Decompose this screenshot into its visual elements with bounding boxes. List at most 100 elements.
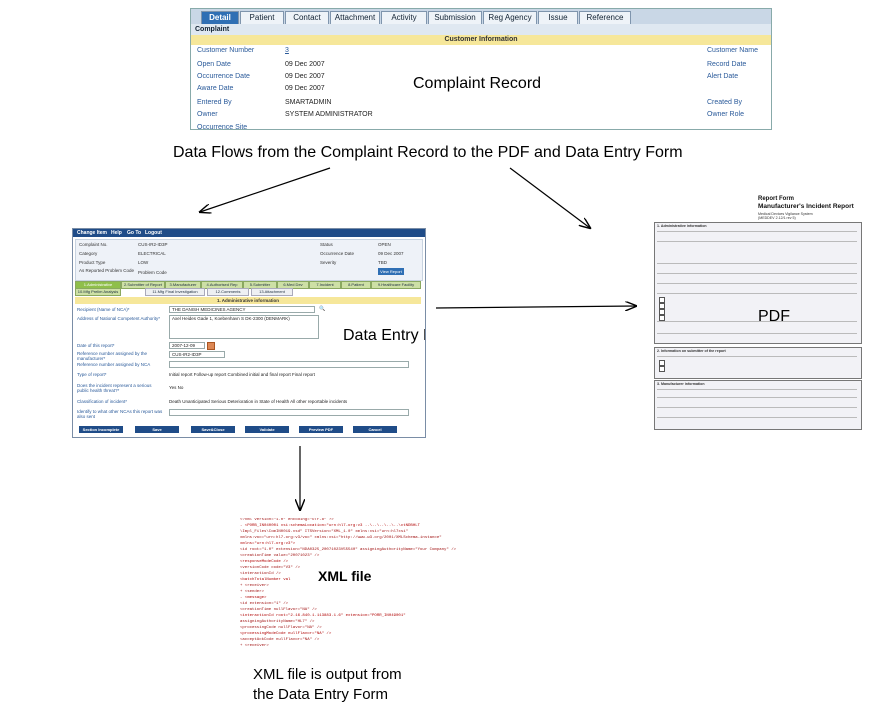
- arrow-to-data-entry-form: [200, 167, 331, 212]
- complaint-row: Occurrence Date 09 Dec 2007 Alert Date: [191, 71, 771, 83]
- row-right-label: Owner Role: [707, 111, 744, 118]
- pdf-checkbox: [659, 303, 665, 309]
- field-label: Type of report*: [77, 372, 107, 377]
- form-section-tabs: 1.Administrative 2.Submitter of Report 3…: [75, 281, 421, 296]
- tab-contact[interactable]: Contact: [285, 11, 329, 24]
- field-label: Identify to what other NCAs this report …: [77, 409, 163, 419]
- tab-issue[interactable]: Issue: [538, 11, 578, 24]
- form-menu-bar: Change Item Help Go To Logout: [73, 229, 425, 237]
- menu-help[interactable]: Help: [111, 230, 122, 236]
- row-value: 09 Dec 2007: [285, 85, 325, 92]
- complaint-row-cutoff: Occurrence Site: [191, 122, 771, 129]
- pdf-section-submitter: 2. Information on submitter of the repor…: [654, 347, 862, 379]
- header-label: As Reported Problem Code: [79, 268, 135, 273]
- preview-pdf-button[interactable]: Preview PDF: [299, 426, 343, 433]
- validate-button[interactable]: Validate: [245, 426, 289, 433]
- header-label: Occurrence Date: [320, 251, 355, 256]
- tab-incident[interactable]: 7.Incident: [309, 281, 341, 289]
- pdf-rule: [657, 389, 857, 390]
- row-label: Aware Date: [197, 85, 234, 92]
- tab-attachment[interactable]: 13.Attachment: [251, 288, 293, 296]
- menu-logout[interactable]: Logout: [145, 230, 162, 236]
- xml-line: + <sender>: [240, 590, 265, 594]
- complaint-row: Owner SYSTEM ADMINISTRATOR Owner Role: [191, 109, 771, 121]
- calendar-icon[interactable]: [207, 342, 215, 350]
- header-value: CUS-IR2-ID3P: [138, 242, 168, 247]
- xml-line: <creationTime nullFlavor="NA" />: [240, 608, 317, 612]
- pdf-rule: [657, 273, 857, 274]
- other-ncas-field[interactable]: [169, 409, 409, 416]
- tab-reference[interactable]: Reference: [579, 11, 631, 24]
- header-label: Severity: [320, 260, 337, 265]
- tab-reg-agency[interactable]: Reg Agency: [483, 11, 537, 24]
- row-right-label: Alert Date: [707, 73, 739, 80]
- nca-reference-field[interactable]: [169, 361, 409, 368]
- tab-comments[interactable]: 12.Comments: [207, 288, 249, 296]
- row-right-label: Customer Name: [707, 47, 758, 54]
- xml-line: + <receiver>: [240, 644, 269, 648]
- xml-line: <interactionId root="2.16.840.1.113883.1…: [240, 614, 406, 618]
- xml-line: assigningAuthorityName="HL7" />: [240, 620, 315, 624]
- tab-healthcare-facility[interactable]: 9.Healthcare Facility: [371, 281, 421, 289]
- xml-line: <creationTime value="20071023" />: [240, 554, 320, 558]
- row-value: SYSTEM ADMINISTRATOR: [285, 111, 373, 118]
- xml-line: \Impl_Files\ComIN0019.xsd" ITSVersion="X…: [240, 530, 409, 534]
- row-label: Entered By: [197, 99, 232, 106]
- header-label: Complaint No.: [79, 242, 108, 247]
- classification-radios[interactable]: Death Unanticipated Serious Deterioratio…: [169, 399, 348, 404]
- pdf-rule: [657, 231, 857, 232]
- form-header-panel: Complaint No. CUS-IR2-ID3P Status OPEN C…: [75, 239, 423, 281]
- row-value: 09 Dec 2007: [285, 73, 325, 80]
- section-incomplete-button[interactable]: Section Incomplete: [79, 426, 123, 433]
- tab-med-dev[interactable]: 6.Med Dev: [277, 281, 309, 289]
- xml-output-caption-line1: XML file is output from: [253, 666, 402, 683]
- row-label: Customer Number: [197, 47, 255, 54]
- pdf-rule: [657, 263, 857, 264]
- xml-line: + <receiver>: [240, 584, 269, 588]
- pdf-system: Medical Devices Vigilance System: [758, 212, 813, 216]
- pdf-section-administrative: 1. Administrative information: [654, 222, 862, 344]
- pdf-subtitle: Manufacturer's Incident Report: [758, 203, 854, 210]
- pdf-rule: [657, 333, 857, 334]
- tab-activity[interactable]: Activity: [381, 11, 427, 24]
- field-label: Date of this report*: [77, 343, 115, 348]
- nca-address-field[interactable]: Axel Heides Gade 1, Koebenhavn S DK-2300…: [169, 315, 319, 339]
- xml-line: - <PORB_IN040001 xsi:schemaLocation="urn…: [240, 524, 421, 528]
- search-icon[interactable]: 🔍: [319, 306, 326, 312]
- row-label: Occurrence Date: [197, 73, 250, 80]
- menu-change-item[interactable]: Change Item: [77, 230, 108, 236]
- view-report-button[interactable]: View Report: [378, 268, 404, 275]
- header-label: Status: [320, 242, 333, 247]
- row-right-label: Record Date: [707, 61, 747, 68]
- tab-patient[interactable]: Patient: [240, 11, 284, 24]
- pdf-section-title: 2. Information on submitter of the repor…: [657, 349, 726, 353]
- tab-patient[interactable]: 8.Patient: [341, 281, 371, 289]
- report-date-field[interactable]: 2007-12-09: [169, 342, 205, 349]
- pdf-rule: [657, 283, 857, 284]
- pdf-rule: [657, 241, 857, 242]
- type-of-report-radios[interactable]: Initial report Follow-up report Combined…: [169, 372, 315, 377]
- recipient-field[interactable]: THE DANISH MEDICINES AGENCY: [169, 306, 315, 313]
- save-button[interactable]: Save: [135, 426, 179, 433]
- pdf-section-manufacturer: 3. Manufacturer information: [654, 380, 862, 430]
- customer-number-link[interactable]: 3: [285, 47, 289, 54]
- xml-output-caption-line2: the Data Entry Form: [253, 686, 389, 703]
- save-close-button[interactable]: Save&Close: [191, 426, 235, 433]
- complaint-tabs: Detail Patient Contact Attachment Activi…: [191, 9, 771, 25]
- tab-mfg-final-investigation[interactable]: 11.Mfg Final Investigation: [145, 288, 205, 296]
- manufacturer-reference-field[interactable]: CUS-IR2-ID3P: [169, 351, 225, 358]
- data-entry-form-screenshot: Change Item Help Go To Logout Complaint …: [72, 228, 426, 438]
- menu-go-to[interactable]: Go To: [127, 230, 142, 236]
- tab-mfg-prelim-analysis[interactable]: 10.Mfg Prelim Analysis: [75, 288, 121, 296]
- public-health-threat-radios[interactable]: Yes No: [169, 385, 184, 390]
- cancel-button[interactable]: Cancel: [353, 426, 397, 433]
- pdf-meddev: (MEDDEV 2.12/1 rev 5): [758, 216, 796, 220]
- tab-attachment[interactable]: Attachment: [330, 11, 380, 24]
- tab-submitter-of-report[interactable]: 2.Submitter of Report: [121, 281, 165, 289]
- administrative-section-header: 1. Administrative information: [75, 297, 421, 304]
- header-value: ELECTRICAL: [138, 251, 166, 256]
- arrow-form-to-pdf: [435, 306, 636, 308]
- tab-detail[interactable]: Detail: [201, 11, 239, 24]
- tab-submission[interactable]: Submission: [428, 11, 482, 24]
- pdf-report-thumbnail: Report Form Manufacturer's Incident Repo…: [648, 192, 866, 432]
